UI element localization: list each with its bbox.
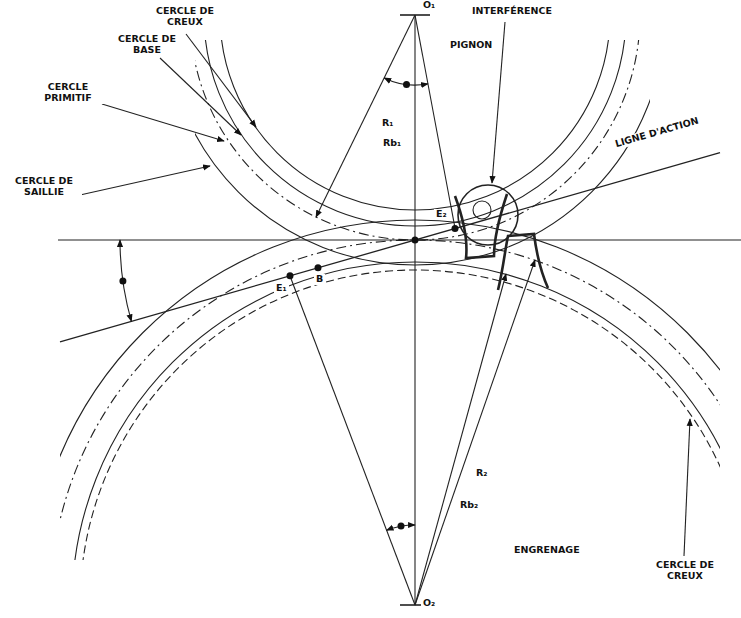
gear-circles bbox=[60, 220, 720, 560]
gear-base-circle bbox=[72, 262, 720, 560]
interference-circle bbox=[473, 201, 491, 219]
callout-label: LIGNE D'ACTION bbox=[612, 115, 702, 150]
callout-label: CERCLE DE SAILLIE bbox=[6, 176, 82, 198]
callout-label: CERCLE DE BASE bbox=[116, 34, 178, 56]
callout-label: CERCLE DE CREUX bbox=[152, 6, 218, 28]
callout-label: CERCLE PRIMITIF bbox=[30, 82, 106, 104]
angle-dot bbox=[398, 523, 405, 530]
pitch-point bbox=[412, 237, 419, 244]
tangent-point bbox=[452, 225, 459, 232]
gear-tooth bbox=[498, 234, 548, 290]
callout-label: E₂ bbox=[434, 209, 449, 220]
line-of-action bbox=[60, 153, 720, 342]
callout-label: R₁ bbox=[380, 118, 395, 129]
gear-addendum-circle bbox=[60, 220, 720, 560]
leader-line bbox=[160, 58, 241, 135]
angle-dot bbox=[403, 81, 410, 88]
callout-label: INTERFÉRENCE bbox=[470, 6, 554, 17]
leader-line bbox=[102, 104, 224, 141]
leader-line bbox=[684, 419, 690, 556]
callout-label: CERCLE DE CREUX bbox=[652, 560, 718, 582]
gear-root-circle bbox=[80, 270, 720, 560]
callout-label: Rb₁ bbox=[381, 138, 403, 149]
pressure-angle-arc bbox=[120, 240, 131, 321]
radius-line bbox=[316, 15, 415, 217]
tangent-point bbox=[287, 272, 294, 279]
radius-line bbox=[415, 274, 506, 605]
leader-line bbox=[80, 166, 210, 195]
radius-line bbox=[290, 276, 415, 605]
callout-label: O₂ bbox=[421, 598, 437, 609]
contact-point bbox=[315, 264, 322, 271]
callout-label: O₁ bbox=[421, 0, 437, 11]
pitch-tangent-line bbox=[58, 239, 741, 240]
callout-label: B bbox=[314, 274, 325, 285]
callout-label: ENGRENAGE bbox=[512, 545, 582, 556]
pinion-tooth bbox=[455, 194, 507, 258]
callout-label: Rb₂ bbox=[458, 500, 480, 511]
leader-line bbox=[186, 34, 256, 127]
callout-label: R₂ bbox=[474, 468, 489, 479]
angle-dot bbox=[119, 278, 126, 285]
pinion-addendum-circle bbox=[195, 40, 650, 265]
gear-pitch-circle bbox=[60, 240, 720, 560]
pinion-pitch-circle bbox=[195, 40, 640, 240]
callout-label: E₁ bbox=[274, 283, 289, 294]
callout-label: PIGNON bbox=[448, 40, 494, 51]
centre-line bbox=[414, 15, 415, 605]
interference-circle bbox=[458, 185, 518, 245]
pinion-circles bbox=[195, 40, 650, 265]
